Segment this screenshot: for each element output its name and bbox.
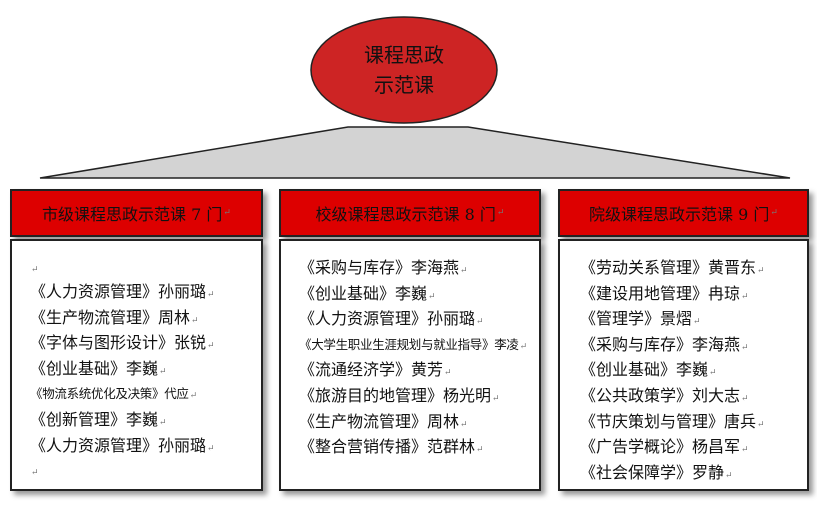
course-item-label: 《创新管理》李巍 [30,409,159,429]
course-item-label: 《节庆策划与管理》唐兵 [580,411,757,431]
course-item: 《整合营销传播》范群林↵ [299,437,484,457]
root-node: 课程思政 示范课 [313,22,495,118]
course-item-label: 《生产物流管理》周林 [30,307,191,327]
column-header-title: 校级课程思政示范课 8 门 [315,205,496,224]
blank-line: ↵ [31,468,39,479]
course-item-label: 《字体与图形设计》张锐 [30,333,207,353]
course-item-label: 《劳动关系管理》黄晋东 [580,258,757,277]
course-item: 《旅游目的地管理》杨光明↵ [299,385,500,405]
course-item: 《劳动关系管理》黄晋东↵ [580,258,765,277]
course-item-label: 《公共政策学》刘大志 [580,385,741,405]
course-item: 《采购与库存》李海燕↵ [299,258,468,277]
course-item-label: 《流通经济学》黄芳 [299,360,444,380]
course-item-label: 《人力资源管理》孙丽璐 [30,282,207,301]
course-item-label: 《物流系统优化及决策》代应 [30,386,189,402]
column-header-city: 市级课程思政示范课 7 门↵ [10,189,263,237]
course-item: 《建设用地管理》冉琼↵ [580,283,749,303]
course-item: 《管理学》景熠↵ [580,309,701,329]
column-header-title: 市级课程思政示范课 7 门 [42,205,223,224]
column-body-college: 《劳动关系管理》黄晋东↵ 《建设用地管理》冉琼↵ 《管理学》景熠↵ 《采购与库存》李海… [558,239,809,491]
course-item-label: 《大学生职业生涯规划与就业指导》李凌 [299,336,519,352]
course-item: 《流通经济学》黄芳↵ [299,360,452,380]
course-item: 《社会保障学》罗静↵ [580,462,733,482]
course-item-label: 《社会保障学》罗静 [580,462,725,482]
root-node-shape [310,16,498,124]
course-item: 《创业基础》李巍↵ [299,283,436,303]
column-header-college: 院级课程思政示范课 9 门↵ [558,189,809,237]
course-item-label: 《管理学》景熠 [580,309,693,329]
course-item-label: 《人力资源管理》孙丽璐 [30,435,207,455]
course-item-label: 《生产物流管理》周林 [299,411,460,431]
root-title-line1: 课程思政 [364,43,444,67]
course-item-label: 《整合营销传播》范群林 [299,437,476,457]
root-title-line2: 示范课 [374,73,434,97]
course-item: 《创业基础》李巍↵ [30,358,167,378]
course-item: 《创新管理》李巍↵ [30,409,167,429]
course-item: 《物流系统优化及决策》代应↵ [30,386,197,402]
course-item: 《大学生职业生涯规划与就业指导》李凌↵ [299,336,527,352]
course-item-label: 《采购与库存》李海燕 [299,258,460,277]
column-body-city: ↵《人力资源管理》孙丽璐↵《生产物流管理》周林↵《字体与图形设计》张锐↵《创业基… [10,239,263,491]
course-item-label: 《人力资源管理》孙丽璐 [299,309,476,329]
connector-trapezoid [39,126,791,179]
blank-line: ↵ [31,265,39,275]
course-item-label: 《采购与库存》李海燕 [580,334,741,354]
course-item: 《人力资源管理》孙丽璐↵ [30,435,215,455]
course-item: 《采购与库存》李海燕↵ [580,334,749,354]
course-item: 《创业基础》李巍↵ [580,360,717,380]
course-item: 《生产物流管理》周林↵ [30,307,199,327]
course-item-label: 《广告学概论》杨昌军 [580,437,741,457]
course-item: 《人力资源管理》孙丽璐↵ [299,309,484,329]
column-body-school: 《采购与库存》李海燕↵ 《创业基础》李巍↵ 《人力资源管理》孙丽璐↵ 《大学生职业生涯… [279,239,541,491]
column-header-school: 校级课程思政示范课 8 门↵ [279,189,541,237]
course-item: 《生产物流管理》周林↵ [299,411,468,431]
course-item-label: 《创业基础》李巍 [30,358,159,378]
course-item: 《节庆策划与管理》唐兵↵ [580,411,765,431]
course-item: 《字体与图形设计》张锐↵ [30,333,215,353]
course-item: 《公共政策学》刘大志↵ [580,385,749,405]
course-item-label: 《建设用地管理》冉琼 [580,283,741,303]
column-header-title: 院级课程思政示范课 9 门 [589,205,770,224]
course-item: 《人力资源管理》孙丽璐↵ [30,282,215,301]
course-item-label: 《创业基础》李巍 [580,360,709,380]
course-item: 《广告学概论》杨昌军↵ [580,437,749,457]
course-item-label: 《创业基础》李巍 [299,283,428,303]
course-item-label: 《旅游目的地管理》杨光明 [299,385,492,405]
